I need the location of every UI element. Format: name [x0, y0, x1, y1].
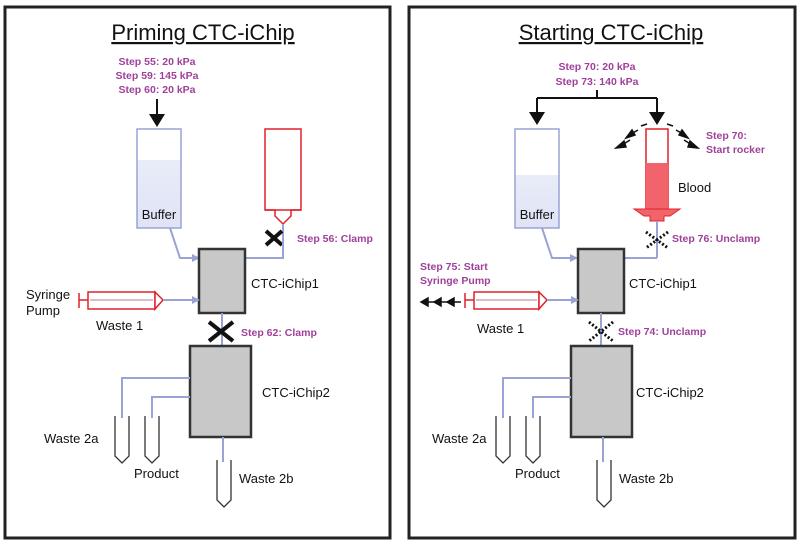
product-tube [144, 416, 160, 464]
rocker-arrows-icon [613, 123, 701, 149]
rocker-step-line2: Start rocker [706, 144, 765, 156]
buffer-reservoir: Buffer [136, 128, 182, 229]
waste2a-tube-2 [495, 416, 511, 464]
waste2b-label: Waste 2b [239, 471, 293, 486]
ctc-ichip1-label: CTC-iChip1 [251, 276, 319, 291]
buffer-label: Buffer [142, 207, 177, 222]
ctc-ichip2-label: CTC-iChip2 [262, 385, 330, 400]
clamp-top-icon [264, 229, 284, 247]
priming-title: Priming CTC-iChip [111, 20, 294, 45]
buffer-reservoir-2: Buffer [514, 128, 560, 229]
product-tubing-2 [532, 396, 571, 418]
waste2b-label-2: Waste 2b [619, 471, 673, 486]
pressure-step-55: Step 55: 20 kPa [118, 56, 195, 68]
clamp-mid-icon [207, 320, 235, 343]
pull-arrows-icon [419, 296, 461, 308]
split-pressure-arrow [529, 90, 665, 125]
buffer-label-2: Buffer [520, 207, 555, 222]
buffer-tubing-2 [541, 227, 576, 259]
syringe-pump-2 [464, 290, 549, 311]
ctc-ichip2 [188, 344, 253, 439]
priming-panel: Priming CTC-iChip Step 55: 20 kPa Step 5… [3, 5, 392, 540]
waste1-label-2: Waste 1 [477, 321, 524, 336]
unclamp-top-icon [645, 230, 669, 250]
waste2b-tube [216, 460, 232, 508]
waste2a-label-2: Waste 2a [432, 431, 487, 446]
ctc-ichip1-2 [576, 247, 626, 315]
product-label-2: Product [515, 466, 560, 481]
waste2b-tube-2 [596, 460, 612, 508]
pressure-arrow [149, 99, 165, 127]
pressure-step-70: Step 70: 20 kPa [558, 61, 635, 73]
pump-start-step-line2: Syringe Pump [420, 275, 491, 287]
pressure-step-59: Step 59: 145 kPa [116, 70, 199, 82]
rocker-step-line1: Step 70: [706, 130, 747, 142]
waste2a-tubing [121, 377, 190, 418]
waste2a-tubing-2 [502, 377, 571, 418]
pressure-step-73: Step 73: 140 kPa [556, 76, 639, 88]
unclamp-mid-icon [588, 320, 614, 343]
priming-panel-frame [3, 5, 392, 540]
pump-start-step-line1: Step 75: Start [420, 261, 488, 273]
clamp-step-56: Step 56: Clamp [297, 233, 373, 245]
pump-label: Pump [26, 303, 60, 318]
unclamp-step-74: Step 74: Unclamp [618, 326, 706, 338]
ctc-ichip2-2 [569, 344, 634, 439]
empty-syringe [264, 128, 302, 242]
waste1-label: Waste 1 [96, 318, 143, 333]
blood-label: Blood [678, 180, 711, 195]
starting-title: Starting CTC-iChip [519, 20, 704, 45]
product-tube-2 [525, 416, 541, 464]
product-tubing [151, 396, 190, 418]
waste2a-label: Waste 2a [44, 431, 99, 446]
product-label: Product [134, 466, 179, 481]
syringe-tubing [245, 242, 284, 259]
unclamp-step-76: Step 76: Unclamp [672, 233, 760, 245]
clamp-step-62: Step 62: Clamp [241, 327, 317, 339]
syringe-pump [78, 290, 165, 311]
pressure-step-60: Step 60: 20 kPa [118, 84, 195, 96]
ctc-ichip1-label-2: CTC-iChip1 [629, 276, 697, 291]
starting-panel: Starting CTC-iChip Step 70: 20 kPa Step … [407, 5, 797, 540]
ctc-ichip2-label-2: CTC-iChip2 [636, 385, 704, 400]
ctc-ichip1 [197, 247, 247, 315]
waste2a-tube [114, 416, 130, 464]
syringe-label: Syringe [26, 287, 70, 302]
